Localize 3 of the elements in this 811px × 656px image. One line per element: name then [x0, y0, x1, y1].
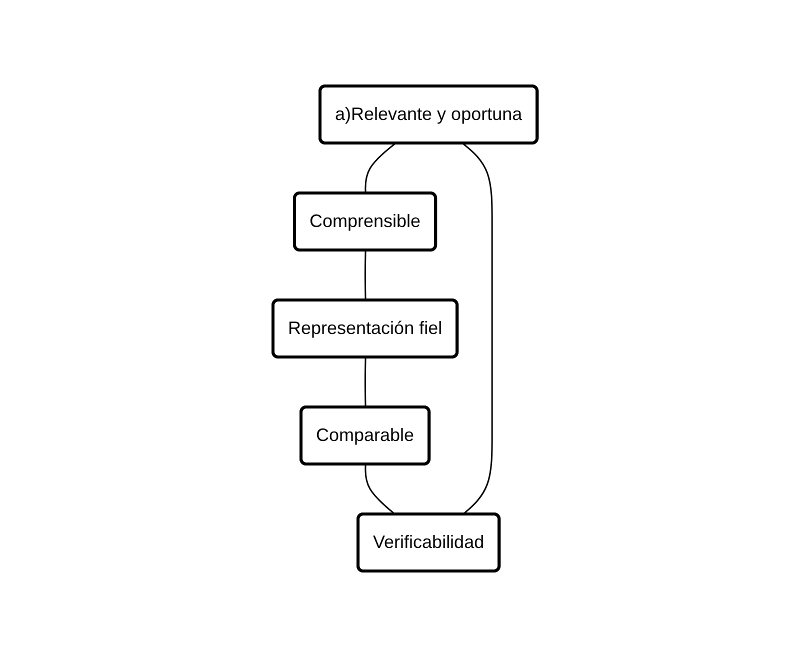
connector: [364, 356, 367, 407]
connector: [365, 142, 396, 193]
connector: [364, 250, 367, 300]
